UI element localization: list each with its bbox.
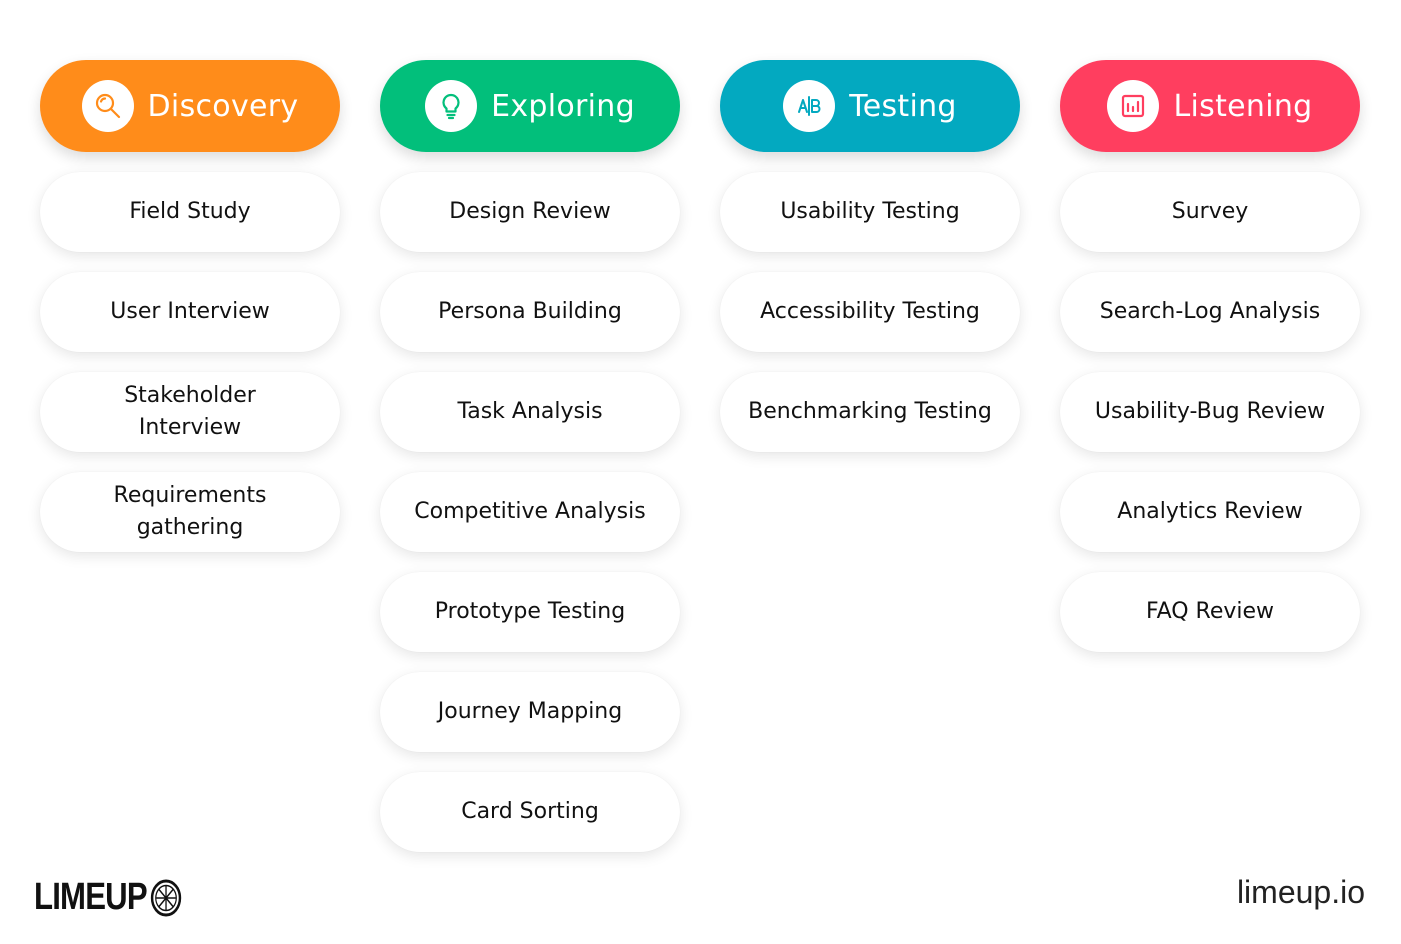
list-item: Prototype Testing bbox=[380, 572, 680, 652]
testing-items: Usability Testing Accessibility Testing … bbox=[720, 172, 1020, 452]
list-item: FAQ Review bbox=[1060, 572, 1360, 652]
list-item: Accessibility Testing bbox=[720, 272, 1020, 352]
limeup-logo: LIMEUP bbox=[34, 876, 182, 919]
site-url: limeup.io bbox=[1236, 874, 1365, 910]
list-item: User Interview bbox=[40, 272, 340, 352]
list-item: Search-Log Analysis bbox=[1060, 272, 1360, 352]
list-item: Card Sorting bbox=[380, 772, 680, 852]
column-listening: Listening Survey Search-Log Analysis Usa… bbox=[1060, 60, 1360, 672]
list-item: Journey Mapping bbox=[380, 672, 680, 752]
list-item: Survey bbox=[1060, 172, 1360, 252]
column-testing: Testing Usability Testing Accessibility … bbox=[720, 60, 1020, 472]
list-item: Competitive Analysis bbox=[380, 472, 680, 552]
column-exploring: Exploring Design Review Persona Building… bbox=[380, 60, 680, 872]
list-item: Field Study bbox=[40, 172, 340, 252]
list-item: Persona Building bbox=[380, 272, 680, 352]
testing-title: Testing bbox=[849, 88, 957, 124]
column-discovery: Discovery Field Study User Interview Sta… bbox=[40, 60, 340, 572]
lightbulb-icon bbox=[425, 80, 478, 132]
discovery-title: Discovery bbox=[147, 88, 299, 124]
listening-title: Listening bbox=[1173, 88, 1313, 124]
listening-items: Survey Search-Log Analysis Usability-Bug… bbox=[1060, 172, 1360, 652]
list-item: Design Review bbox=[380, 172, 680, 252]
testing-header: Testing bbox=[720, 60, 1020, 152]
exploring-items: Design Review Persona Building Task Anal… bbox=[380, 172, 680, 852]
list-item: Usability-Bug Review bbox=[1060, 372, 1360, 452]
discovery-items: Field Study User Interview Stakeholder I… bbox=[40, 172, 340, 552]
list-item: Usability Testing bbox=[720, 172, 1020, 252]
ab-test-icon bbox=[783, 80, 836, 132]
list-item: Task Analysis bbox=[380, 372, 680, 452]
exploring-title: Exploring bbox=[491, 88, 635, 124]
exploring-header: Exploring bbox=[380, 60, 680, 152]
bar-chart-icon bbox=[1107, 80, 1160, 132]
list-item: Benchmarking Testing bbox=[720, 372, 1020, 452]
lime-slice-icon bbox=[150, 879, 181, 916]
discovery-header: Discovery bbox=[40, 60, 340, 152]
listening-header: Listening bbox=[1060, 60, 1360, 152]
list-item: Analytics Review bbox=[1060, 472, 1360, 552]
logo-text: LIMEUP bbox=[34, 876, 148, 918]
magnifier-icon bbox=[81, 80, 134, 132]
list-item: Stakeholder Interview bbox=[40, 372, 340, 452]
list-item: Requirements gathering bbox=[40, 472, 340, 552]
